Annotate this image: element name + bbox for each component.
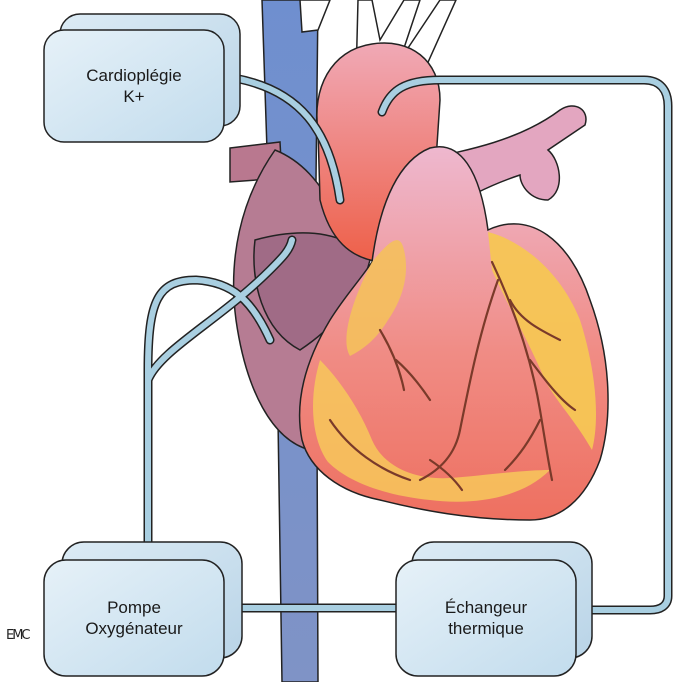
top-vessel-left <box>300 0 330 32</box>
pompe-label: Pompe Oxygénateur <box>44 560 224 676</box>
cardioplegie-label: Cardioplégie K+ <box>44 30 224 142</box>
emc-watermark: EMC <box>6 628 29 643</box>
echangeur-label: Échangeur thermique <box>396 560 576 676</box>
